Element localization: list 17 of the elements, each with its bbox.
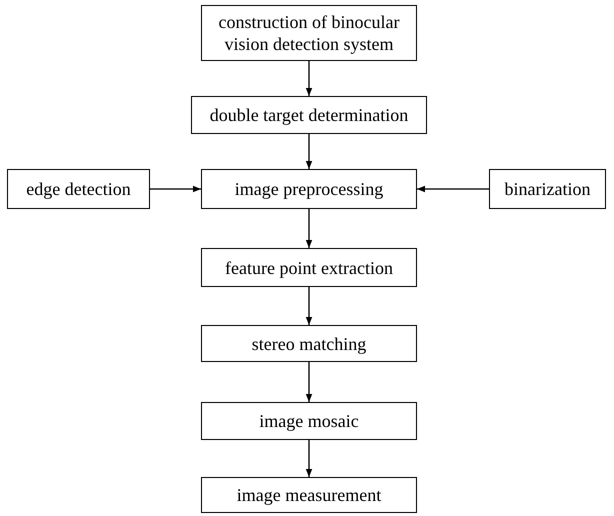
process-box: image mosaic [201,402,417,440]
arrow [306,61,312,96]
arrow [150,186,201,192]
process-box: image preprocessing [201,169,417,209]
arrow [306,287,312,325]
arrow [306,209,312,248]
process-box: stereo matching [201,325,417,362]
process-box: binarization [489,169,606,209]
arrow [306,134,312,169]
arrow [306,362,312,402]
arrow [417,186,489,192]
process-box: construction of binocular vision detection system [201,5,417,61]
process-box: feature point extraction [201,248,417,287]
process-box: double target determination [191,96,427,134]
process-box: image measurement [201,477,417,513]
arrow [306,440,312,477]
process-box: edge detection [7,169,150,209]
